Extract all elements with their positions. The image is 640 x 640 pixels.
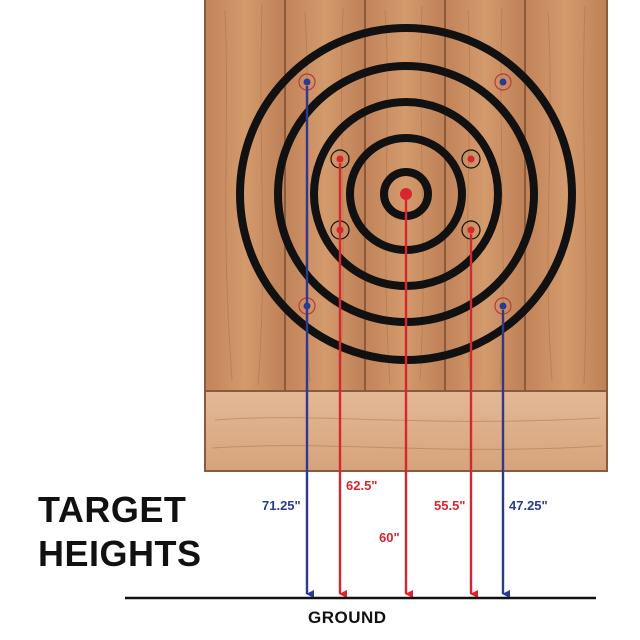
plank xyxy=(446,0,524,390)
title-line-2: HEIGHTS xyxy=(38,533,202,574)
plank xyxy=(526,0,606,390)
clutch-dot xyxy=(467,155,475,163)
height-label-outer-left: 71.25" xyxy=(262,498,301,513)
clutch-marker xyxy=(494,73,512,91)
plank xyxy=(206,0,284,390)
clutch-dot xyxy=(467,226,475,234)
clutch-dot xyxy=(336,155,344,163)
ground-label: GROUND xyxy=(308,608,387,627)
height-label-center: 60" xyxy=(379,530,400,545)
height-label-outer-right: 47.25" xyxy=(509,498,548,513)
title-line-1: TARGET xyxy=(38,489,187,530)
clutch-dot xyxy=(499,302,507,310)
page-title: TARGET HEIGHTS xyxy=(38,488,202,576)
clutch-dot xyxy=(303,78,311,86)
height-label-mid-right: 55.5" xyxy=(434,498,466,513)
height-label-mid-left: 62.5" xyxy=(346,478,378,493)
clutch-marker xyxy=(461,149,481,169)
bullseye-dot xyxy=(400,188,412,200)
clutch-dot xyxy=(499,78,507,86)
height-arrows xyxy=(305,86,510,598)
